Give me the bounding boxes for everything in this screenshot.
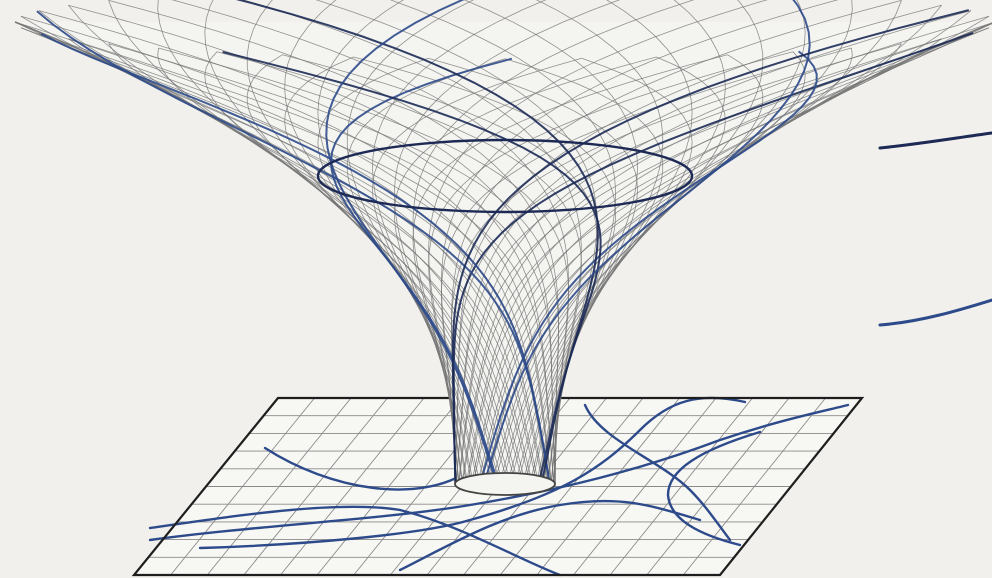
- funnel-ruling: [508, 0, 764, 490]
- funnel-ruling: [346, 58, 506, 480]
- funnel-ruling: [108, 0, 525, 489]
- funnel-ruling: [68, 5, 532, 489]
- side-stroke-upper: [878, 131, 992, 150]
- funnel-ruling: [372, 0, 547, 488]
- funnel-throat-ring: [454, 472, 556, 496]
- funnel-surface: [14, 0, 992, 496]
- funnel-ruling: [466, 27, 990, 481]
- funnel-geodesic: [325, 0, 500, 490]
- funnel-geodesic: [451, 9, 970, 485]
- funnel-ruling: [38, 33, 555, 486]
- funnel-ruling: [346, 0, 480, 489]
- plane-border: [131, 396, 865, 577]
- plane-geodesic: [148, 505, 562, 577]
- funnel-ruling: [478, 5, 942, 489]
- funnel-ruling: [458, 15, 990, 483]
- funnel-ruling: [454, 4, 942, 484]
- funnel-ruling: [500, 0, 806, 490]
- funnel-ruling: [461, 22, 992, 482]
- funnel-ruling: [504, 58, 664, 480]
- funnel-ruling: [157, 0, 518, 490]
- plane-geodesic: [583, 403, 732, 542]
- funnel-geodesic: [222, 51, 602, 481]
- side-strokes: [878, 131, 992, 327]
- funnel-geodesic: [481, 0, 811, 489]
- plane-geodesic: [398, 499, 702, 572]
- funnel-silhouette: [554, 22, 992, 484]
- funnel-ruling: [463, 0, 638, 488]
- funnel-geodesic: [235, 0, 599, 488]
- plane-geodesic: [148, 403, 850, 542]
- side-stroke-lower: [878, 298, 992, 327]
- plane-geodesic: [666, 430, 762, 547]
- funnel-ruling: [38, 10, 555, 483]
- funnel-ruling: [68, 4, 556, 484]
- funnel-geodesic: [480, 50, 818, 480]
- funnel-ruling: [428, 57, 638, 481]
- funnel-ruling: [372, 57, 582, 481]
- funnel-mid-ring: [316, 138, 694, 214]
- funnel-ruling: [471, 10, 972, 488]
- funnel-ruling: [530, 0, 664, 489]
- funnel-ruling: [441, 0, 839, 486]
- funnel-ruling: [523, 0, 693, 489]
- funnel-geodesic: [36, 10, 551, 487]
- funnel-ruling: [455, 10, 972, 483]
- funnel-ruling: [20, 27, 552, 486]
- plane-geodesic: [198, 396, 747, 550]
